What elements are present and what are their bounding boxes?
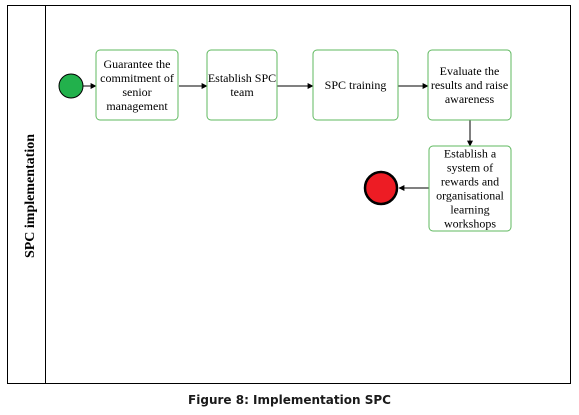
task-label-line: organisational [436, 189, 504, 203]
task-label-line: SPC training [325, 78, 387, 92]
task-label-line: learning [450, 203, 489, 217]
task-box [312, 49, 399, 121]
task-label-line: Evaluate the [440, 64, 500, 78]
pool-border [7, 5, 571, 384]
process-diagram: SPC implementation Guarantee thecommitme… [7, 5, 571, 384]
task-box [427, 49, 512, 121]
task-label-line: rewards and [441, 175, 499, 189]
task-box [95, 49, 179, 121]
task-label-line: senior [122, 85, 151, 99]
task-label-line: commitment of [100, 71, 174, 85]
task-label-line: Establish SPC [208, 71, 276, 85]
task-box [428, 145, 512, 232]
task-box [206, 49, 278, 121]
task-label-line: workshops [444, 217, 496, 231]
task-label-line: results and raise [431, 78, 508, 92]
task-spc-training: SPC training [312, 49, 399, 121]
task-label-line: system of [447, 161, 493, 175]
figure-caption: Figure 8: Implementation SPC [188, 393, 391, 407]
end-event [363, 170, 399, 206]
lane-title: SPC implementation [23, 134, 38, 258]
task-label-line: awareness [445, 92, 495, 106]
task-label-line: Guarantee the [104, 57, 171, 71]
task-label-line: management [106, 99, 168, 113]
start-event [58, 73, 84, 99]
task-label-line: team [230, 85, 254, 99]
task-label-line: Establish a [444, 147, 497, 161]
